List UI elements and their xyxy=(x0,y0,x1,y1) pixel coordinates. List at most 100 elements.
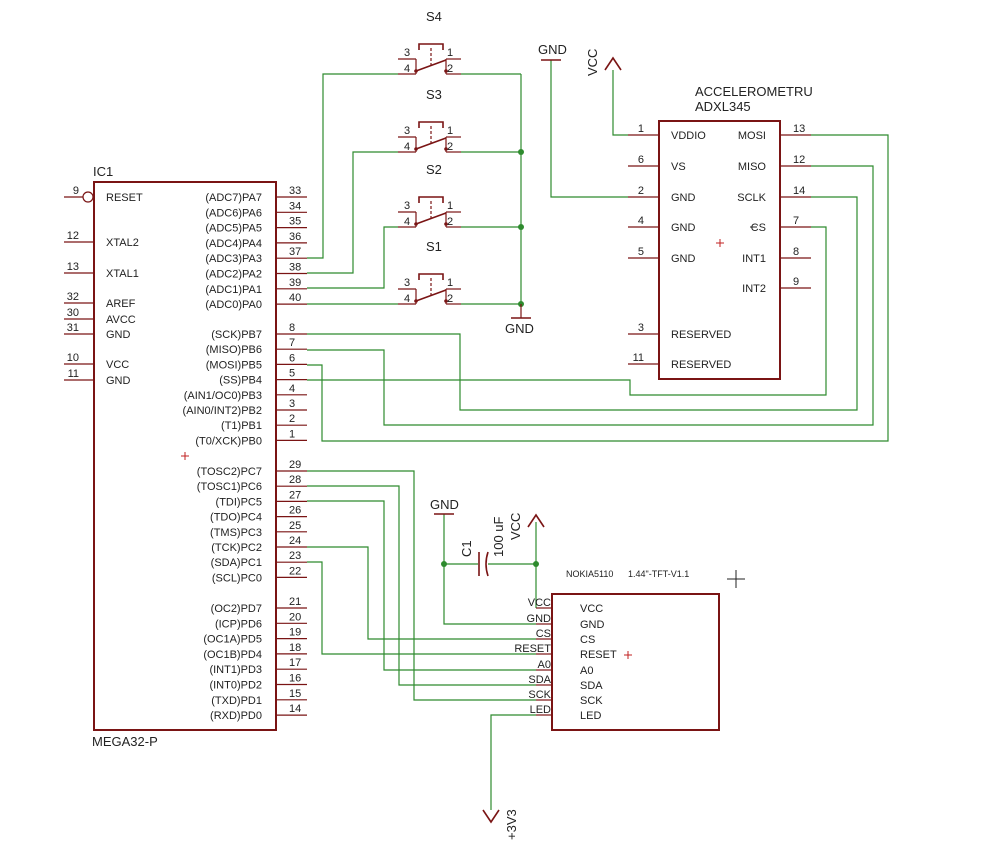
mcu-pin-name: (ADC7)PA7 xyxy=(205,192,262,204)
lcd-pin-name: GND xyxy=(580,619,605,631)
mcu-pin-27: 27(TDI)PC5 xyxy=(216,489,307,508)
mcu-pin-number: 3 xyxy=(289,398,295,410)
mcu-pin-22: 22 (SCL)PC0 xyxy=(212,565,307,584)
mcu-pin-number: 8 xyxy=(289,322,295,334)
mcu-pin-number: 10 xyxy=(67,352,79,364)
mcu-pin-number: 38 xyxy=(289,262,301,274)
mcu-pin-24: 24(TCK)PC2 xyxy=(211,535,307,554)
accel-pin-name: RESERVED xyxy=(671,359,731,371)
mcu-pin-number: 6 xyxy=(289,352,295,364)
mcu-pin-36: 36(ADC4)PA4 xyxy=(205,231,307,250)
vcc-symbol-cap: VCC xyxy=(508,513,545,540)
vcc-cap-label: VCC xyxy=(508,513,523,540)
mcu-pin-name: (TOSC2)PC7 xyxy=(197,466,262,478)
mcu-pin-23: 23(SDA)PC1 xyxy=(211,550,307,569)
mcu-right-pins: 33(ADC7)PA734(ADC6)PA635(ADC5)PA536(ADC4… xyxy=(183,185,307,722)
mcu-pin-15: 15(TXD)PD1 xyxy=(211,688,307,707)
lcd-net-label: SDA xyxy=(528,674,551,686)
accel-pin-name: MOSI xyxy=(738,130,766,142)
mcu-pin-name: (TOSC1)PC6 xyxy=(197,481,262,493)
lcd-net-label: LED xyxy=(530,704,551,716)
accel-pin-6: 6VS xyxy=(628,154,686,173)
accel-body xyxy=(658,120,781,380)
gnd-symbol-top: GND xyxy=(538,42,567,61)
mcu-name: IC1 xyxy=(93,164,113,179)
mcu-pin-name: (OC1B)PD4 xyxy=(203,649,262,661)
lcd-pin-name: SCK xyxy=(580,695,603,707)
mcu-pin-number: 21 xyxy=(289,596,301,608)
mcu-pin-name: (ADC6)PA6 xyxy=(205,207,262,219)
mcu-pin-name: (AIN1/OC0)PB3 xyxy=(184,390,262,402)
mcu-pin-name: GND xyxy=(106,329,131,341)
gnd-symbol-cap: GND xyxy=(430,497,459,515)
mcu-pin-name: GND xyxy=(106,375,131,387)
switch-pin-number: 4 xyxy=(404,293,410,305)
mcu-pin-8: 8(SCK)PB7 xyxy=(211,322,307,341)
mcu-pin-19: 19(OC1A)PD5 xyxy=(203,627,307,646)
mcu-pin-34: 34(ADC6)PA6 xyxy=(205,200,307,219)
mcu-pin-38: 38 (ADC2)PA2 xyxy=(205,262,307,281)
mcu-pin-14: 14(RXD)PD0 xyxy=(210,703,307,722)
accel-pin-7: 7CS xyxy=(751,215,811,234)
mcu-pin-number: 5 xyxy=(289,368,295,380)
switch-pin-number: 4 xyxy=(404,216,410,228)
mcu-pin-name: (ADC3)PA3 xyxy=(205,253,262,265)
switch-name: S3 xyxy=(426,87,442,102)
mcu-pin-number: 20 xyxy=(289,611,301,623)
mcu-pin-number: 27 xyxy=(289,489,301,501)
lcd-net-label: GND xyxy=(527,613,552,625)
mcu-pin-39: 39(ADC1)PA1 xyxy=(205,277,307,296)
lcd-pin-name: CS xyxy=(580,634,595,646)
mcu-pin-name: (TDO)PC4 xyxy=(210,512,262,524)
switch-pin-number: 4 xyxy=(404,63,410,75)
switch-pin-number: 2 xyxy=(447,293,453,305)
accel-pin-number: 4 xyxy=(638,215,644,227)
mcu-pin-number: 16 xyxy=(289,673,301,685)
mcu-pin-number: 39 xyxy=(289,277,301,289)
mcu-pin-number: 28 xyxy=(289,474,301,486)
mcu-pin-name: (RXD)PD0 xyxy=(210,710,262,722)
vcc-top-label: VCC xyxy=(585,49,600,76)
mcu-pin-16: 16 (INT0)PD2 xyxy=(209,673,307,692)
mcu-pin-name: (INT0)PD2 xyxy=(209,680,262,692)
mcu-pin-6: 6(MOSI)PB5 xyxy=(206,352,307,371)
accel-pin-name: MISO xyxy=(738,161,767,173)
accel-pin-number: 11 xyxy=(633,352,644,364)
mcu-pin-name: (ADC2)PA2 xyxy=(205,269,262,281)
origin-cross xyxy=(181,452,189,460)
mcu-pin-name: (SCL)PC0 xyxy=(212,572,262,584)
mcu-pin-number: 25 xyxy=(289,520,301,532)
mcu-left-pins: 9RESET12XTAL213XTAL132AREF30AVCC31GND10V… xyxy=(64,185,143,387)
accel-value: ADXL345 xyxy=(695,99,751,114)
gnd-top-label: GND xyxy=(538,42,567,57)
mcu-pin-17: 17(INT1)PD3 xyxy=(209,657,307,676)
accel-pin-number: 8 xyxy=(793,246,799,258)
v33-symbol: +3V3 xyxy=(482,809,519,840)
mcu-pin-name: (ADC5)PA5 xyxy=(205,223,262,235)
mcu-pin-name: (AIN0/INT2)PB2 xyxy=(183,405,262,417)
switch-name: S1 xyxy=(426,239,442,254)
accel-pin-number: 3 xyxy=(638,322,644,334)
mcu-pin-number: 22 xyxy=(289,565,301,577)
mcu-pin-number: 12 xyxy=(67,230,79,242)
mcu-pin-number: 9 xyxy=(73,185,79,197)
mcu-pin-35: 35(ADC5)PA5 xyxy=(205,216,307,235)
mcu-pin-number: 31 xyxy=(67,322,79,334)
mcu-pin-number: 40 xyxy=(289,292,301,304)
accel-pin-name: SCLK xyxy=(737,192,766,204)
switch-pin-number: 3 xyxy=(404,125,410,137)
mcu-pin-40: 40(ADC0)PA0 xyxy=(205,292,307,311)
mcu-value: MEGA32-P xyxy=(92,734,158,749)
accel-pin-number: 12 xyxy=(793,154,805,166)
mcu-pin-number: 1 xyxy=(289,428,295,440)
mcu-pin-name: (INT1)PD3 xyxy=(209,664,262,676)
accel-pin-name: GND xyxy=(671,222,696,234)
